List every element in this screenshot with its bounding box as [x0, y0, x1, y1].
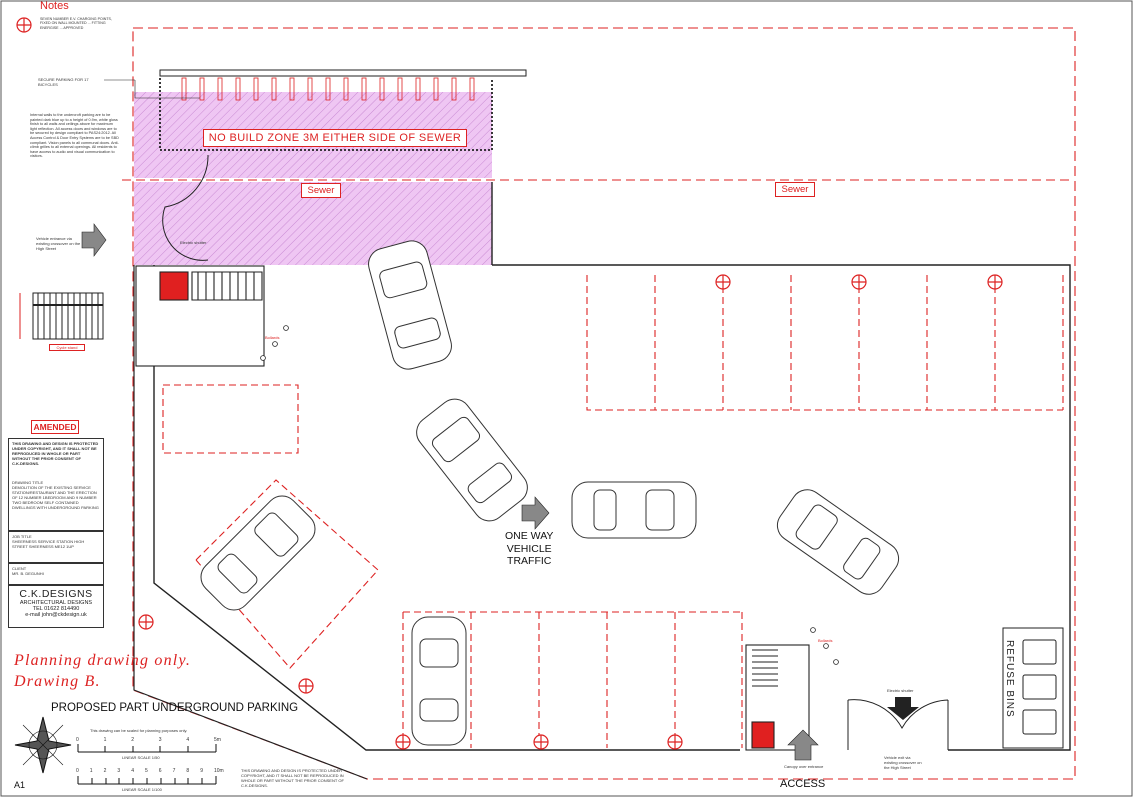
drawing-title: DEMOLITION OF THE EXISTING SERVICE STATI… [12, 485, 99, 510]
notes-heading: Notes [40, 0, 69, 12]
planning-line-2: Drawing B. [14, 673, 101, 690]
scale-note: This drawing can be scaled for planning … [90, 728, 188, 733]
scale-bar-100 [77, 776, 217, 785]
scale-100-tick-label: 4 [131, 768, 134, 774]
car-6 [411, 616, 467, 746]
door-swing-top [162, 154, 209, 261]
scale-100-tick-label: 3 [117, 768, 121, 774]
entry-arrow-left [81, 223, 107, 257]
scale-50-tick-label: 2 [131, 737, 134, 743]
access-label: ACCESS [780, 778, 826, 790]
car-1 [368, 240, 452, 370]
scale-50-tick-label: 5m [214, 737, 221, 743]
canopy-note: Canopy over entrance [784, 764, 824, 769]
bollards [260, 325, 839, 665]
entrance-note: Vehicle entrance via existing crossover … [36, 236, 81, 251]
planning-note: Planning drawing only. Drawing B. [14, 650, 191, 692]
job-title-label: JOB TITLE [12, 534, 32, 539]
car-2 [416, 398, 528, 522]
scale-50-tick-label: 0 [76, 737, 79, 743]
traffic-arrow [521, 496, 550, 530]
drawing-title-label: DRAWING TITLE [12, 480, 44, 485]
traffic-line-3: TRAFFIC [507, 555, 552, 567]
client-name: MR. B. DEGUNHI [12, 571, 44, 576]
stair-core-bottom [745, 644, 810, 751]
internal-walls-note: Internal walls to the undercroft parking… [30, 113, 119, 159]
car-3 [571, 481, 697, 539]
scale-100-tick-label: 0 [76, 768, 79, 774]
company-email: e-mail john@ckdesign.uk [25, 612, 87, 618]
sheet-size: A1 [14, 780, 26, 790]
scale-100-tick-label: 10m [214, 768, 224, 774]
bottom-copyright: THIS DRAWING AND DESIGN IS PROTECTED UND… [241, 768, 344, 788]
cycle-stand-elevation [19, 292, 104, 340]
sewer-label-right: Sewer [775, 182, 815, 197]
title-block-job: JOB TITLE SHEERNESS SERVICE STATION HIGH… [8, 531, 104, 563]
scale-100-tick-label: 2 [103, 768, 107, 774]
no-build-zone-label: NO BUILD ZONE 3M EITHER SIDE OF SEWER [203, 129, 467, 147]
planning-line-1: Planning drawing only. [14, 652, 192, 669]
exit-arrow [887, 697, 919, 720]
exit-note: Vehicle exit via existing crossover on t… [884, 755, 922, 770]
scale-50-label: LINEAR SCALE 1/50 [122, 755, 160, 760]
title-block-client: CLIENT MR. B. DEGUNHI [8, 563, 104, 585]
copyright-notice: THIS DRAWING AND DESIGN IS PROTECTED UND… [12, 441, 99, 466]
ev-charge-symbols [16, 17, 1003, 750]
car-4 [776, 489, 900, 595]
scale-50-tick-label: 3 [158, 737, 162, 743]
amended-stamp: AMENDED [31, 420, 79, 434]
scale-100-tick-label: 9 [200, 768, 203, 774]
client-label: CLIENT [12, 566, 27, 571]
parking-bay-left [162, 384, 299, 454]
scale-100-tick-label: 5 [145, 768, 148, 774]
notes-text: SEVEN NUMBER E.V. CHARGING POINTS, FIXED… [40, 17, 112, 30]
access-arrow [787, 729, 819, 761]
scale-100-tick-label: 8 [186, 768, 190, 774]
traffic-label: ONE WAY VEHICLE TRAFFIC [505, 530, 553, 568]
scale-100-tick-label: 6 [158, 768, 162, 774]
title-block-info: THIS DRAWING AND DESIGN IS PROTECTED UND… [8, 438, 104, 531]
job-title: SHEERNESS SERVICE STATION HIGH STREET SH… [12, 539, 85, 549]
electric-shutter-bottom: Electric shutter [887, 688, 914, 693]
title-block-company: C.K.DESIGNS ARCHITECTURAL DESIGNS TEL 01… [8, 585, 104, 628]
site-boundary [132, 27, 1076, 780]
entrance-gate [847, 699, 949, 750]
bike-shelter-fence [159, 78, 493, 151]
company-tel: TEL 01622 814490 [32, 606, 80, 612]
left-wall [153, 265, 740, 751]
scale-50-tick-label: 4 [186, 737, 190, 743]
cycle-stand-label: Cycle stand [49, 344, 85, 351]
sewer-label-left: Sewer [301, 183, 341, 198]
top-wall-right [492, 264, 1071, 751]
traffic-line-2: VEHICLE [506, 542, 552, 555]
traffic-line-1: ONE WAY [505, 530, 554, 542]
bike-racks [181, 77, 475, 101]
electric-shutter-top: Electric shutter [180, 240, 207, 245]
stair-core-top [135, 265, 265, 367]
scale-100-tick-label: 7 [172, 768, 176, 774]
scale-50-tick-label: 1 [103, 737, 107, 743]
bike-shelter-wall [159, 69, 527, 77]
scale-100-tick-label: 1 [89, 768, 93, 774]
car-5 [200, 495, 316, 611]
company-sub: ARCHITECTURAL DESIGNS [19, 600, 93, 606]
bollards-label-bottom: Bollards [818, 638, 833, 643]
secure-bike-label: SECURE PARKING FOR 17 BICYCLES [38, 77, 89, 87]
scale-100-label: LINEAR SCALE 1/100 [122, 787, 162, 792]
scale-bar-50 [77, 744, 217, 753]
company-name: C.K.DESIGNS [19, 588, 93, 600]
bollards-label-top: Bollards [265, 335, 280, 340]
refuse-store [1002, 627, 1064, 749]
left-outer-wall [133, 265, 368, 780]
parking-bays-top [586, 275, 1064, 411]
refuse-bins-label: REFUSE BINS [1004, 640, 1015, 718]
parking-bays-bottom [402, 611, 743, 748]
north-arrow [14, 716, 72, 774]
drawing-heading: PROPOSED PART UNDERGROUND PARKING [51, 702, 299, 714]
